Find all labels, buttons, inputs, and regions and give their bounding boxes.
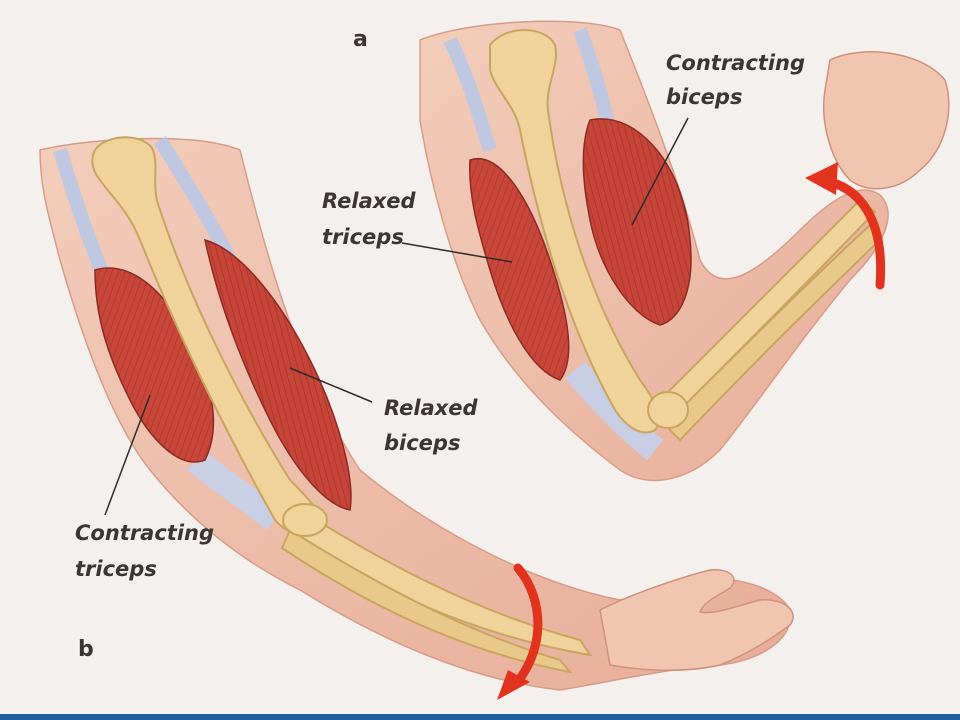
arm-a-fist: [823, 51, 950, 190]
bottom-frame-bar: [0, 714, 960, 720]
label-contracting-biceps-line2: biceps: [666, 85, 742, 109]
label-contracting-triceps-line2: triceps: [75, 557, 157, 581]
arm-a-biceps-muscle: [582, 118, 692, 326]
arm-b-hand: [599, 569, 794, 671]
arm-b: [39, 136, 794, 700]
leader-relaxed-triceps: [401, 242, 513, 263]
arm-a-elbow-joint: [647, 391, 689, 429]
arm-b-tendon-elbow: [186, 449, 284, 531]
leader-relaxed-biceps: [289, 367, 373, 403]
label-relaxed-biceps-line1: Relaxed: [384, 396, 479, 420]
label-contracting-triceps-line1: Contracting: [75, 521, 214, 545]
arm-a-arrow-head: [805, 162, 838, 195]
arm-a-tendon-elbow: [565, 361, 664, 461]
leader-contracting-triceps: [104, 394, 151, 516]
arm-b-ulna: [280, 528, 573, 674]
label-relaxed-triceps-line1: Relaxed: [322, 189, 417, 213]
label-relaxed-biceps-line2: biceps: [384, 431, 460, 455]
arm-b-arrow-head: [497, 670, 530, 700]
arm-b-triceps-muscle: [94, 267, 215, 463]
leader-contracting-biceps: [631, 117, 689, 226]
panel-letter-a: a: [353, 27, 368, 52]
label-contracting-biceps-line1: Contracting: [666, 51, 805, 75]
arm-a-tendon-1: [443, 36, 497, 153]
arm-b-elbow-joint: [282, 503, 328, 537]
arm-a: [419, 20, 950, 482]
arm-a-triceps-muscle: [468, 157, 570, 381]
arm-b-biceps-muscle: [204, 238, 352, 511]
label-relaxed-triceps-line2: triceps: [322, 225, 404, 249]
arm-b-rotation-arrow: [510, 563, 543, 690]
panel-letter-b: b: [78, 637, 94, 662]
arm-b-tendon-biceps: [154, 136, 237, 264]
